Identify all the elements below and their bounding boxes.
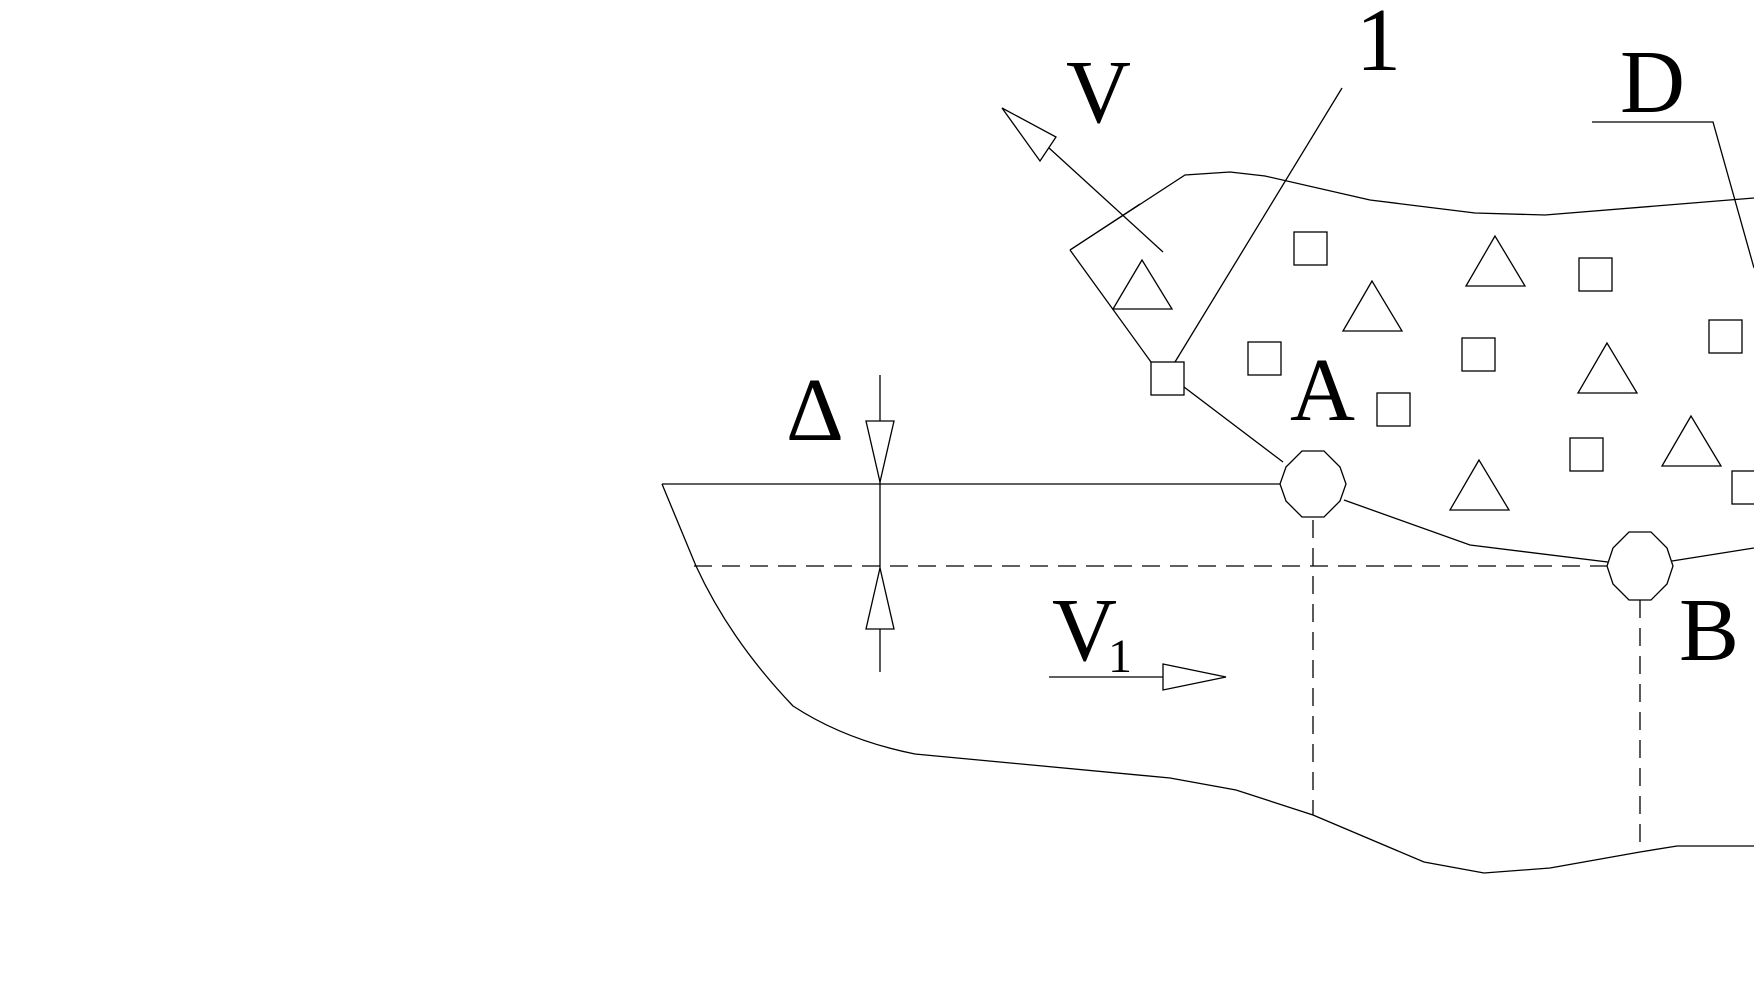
upper-region-outline bbox=[1069, 171, 1754, 251]
delta-arrow-top bbox=[865, 420, 895, 483]
velocity-v-arrowhead bbox=[1001, 107, 1057, 163]
label-delta: Δ bbox=[786, 361, 844, 460]
delta-arrow-bottom bbox=[865, 567, 895, 630]
particle-square bbox=[1731, 470, 1754, 505]
leader-line-d bbox=[1592, 121, 1754, 269]
particle-square bbox=[1461, 337, 1496, 372]
particle-triangle bbox=[1448, 458, 1511, 511]
particle-square bbox=[1578, 257, 1613, 292]
particle-square bbox=[1293, 231, 1328, 266]
particle-square bbox=[1376, 392, 1411, 427]
particle-triangle bbox=[1341, 279, 1404, 332]
particle-square bbox=[1708, 319, 1743, 354]
label-velocity-v1-sub: 1 bbox=[1108, 630, 1132, 683]
tool-square-node bbox=[1150, 361, 1185, 396]
label-region-d: D bbox=[1620, 33, 1685, 132]
particle-square bbox=[1247, 341, 1282, 376]
particle-triangle bbox=[1576, 341, 1639, 394]
label-point-a: A bbox=[1290, 341, 1355, 440]
particle-square bbox=[1569, 437, 1604, 472]
particle-triangle bbox=[1464, 234, 1527, 287]
lower-shear-boundary bbox=[1343, 499, 1754, 567]
velocity-v-shaft bbox=[1036, 136, 1164, 253]
particle-triangle bbox=[1111, 258, 1174, 310]
node-a-octagon bbox=[1279, 450, 1347, 518]
leader-line-1 bbox=[1174, 87, 1343, 363]
particle-triangle bbox=[1660, 414, 1723, 467]
velocity-v1-arrowhead bbox=[1162, 663, 1227, 691]
label-velocity-v: V bbox=[1066, 43, 1131, 142]
node-b-octagon bbox=[1606, 531, 1674, 601]
tool-outline bbox=[1069, 203, 1284, 463]
label-pointer-1: 1 bbox=[1356, 0, 1401, 90]
label-point-b: B bbox=[1679, 581, 1739, 680]
label-velocity-v1-main: V bbox=[1052, 581, 1117, 680]
workpiece-outline bbox=[661, 483, 1754, 874]
